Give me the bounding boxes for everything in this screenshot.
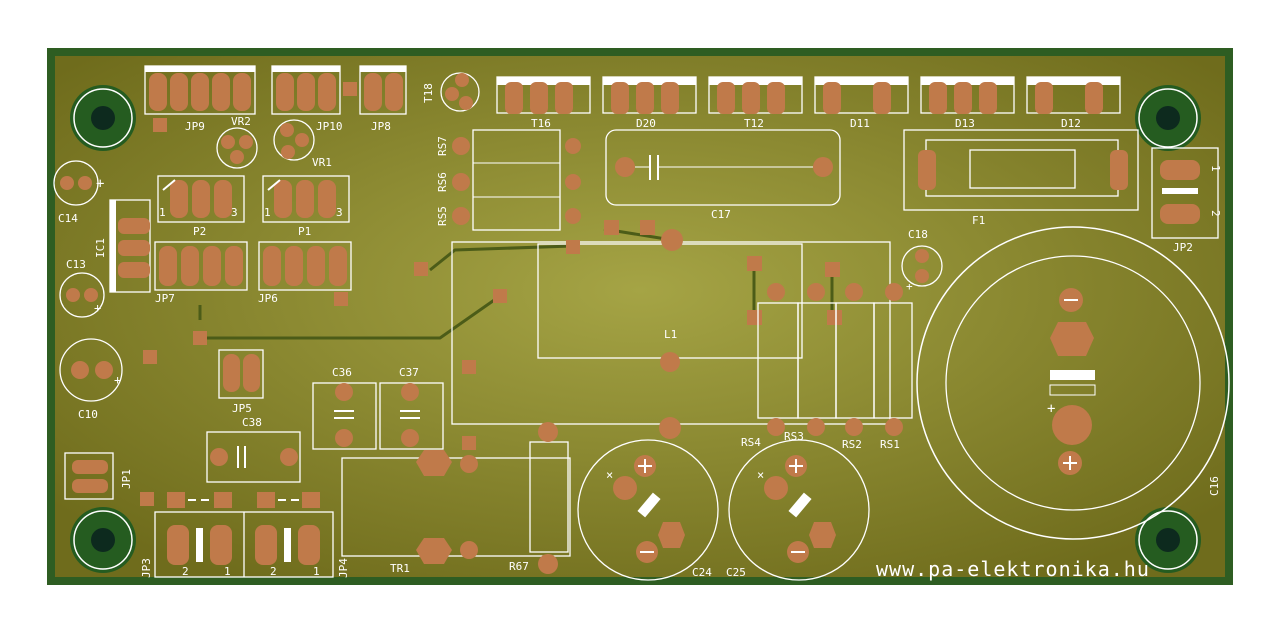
label-jp7: JP7 — [155, 292, 175, 305]
transistor-t18 — [440, 72, 480, 112]
svg-text:+: + — [114, 373, 121, 387]
label-jp3-pin2: 2 — [182, 565, 189, 578]
label-p2: P2 — [193, 225, 206, 238]
svg-text:+: + — [1047, 401, 1055, 417]
terminal-jp3-jp4 — [140, 492, 334, 578]
label-l1: L1 — [664, 328, 677, 341]
cap-c17 — [605, 129, 841, 206]
label-rs5: RS5 — [436, 206, 449, 226]
cap-c37 — [379, 382, 444, 450]
cap-c25: × — [728, 439, 870, 581]
label-vr1: VR1 — [312, 156, 332, 169]
label-rs1: RS1 — [880, 438, 900, 451]
label-jp5: JP5 — [232, 402, 252, 415]
label-jp2-pin2: 2 — [1209, 210, 1222, 217]
to220-row — [496, 76, 1121, 114]
label-jp9: JP9 — [185, 120, 205, 133]
pot-p1 — [262, 175, 350, 223]
label-c14: C14 — [58, 212, 78, 225]
header-jp9 — [144, 65, 256, 115]
header-jp1 — [64, 452, 114, 500]
label-rs6: RS6 — [436, 172, 449, 192]
label-jp1: JP1 — [120, 469, 133, 489]
label-c38: C38 — [242, 416, 262, 429]
cap-c18: + — [901, 245, 943, 293]
label-t12: T12 — [744, 117, 764, 130]
label-c13: C13 — [66, 258, 86, 271]
block-tr1 — [341, 450, 571, 564]
label-jp6: JP6 — [258, 292, 278, 305]
svg-text:×: × — [757, 468, 764, 482]
label-jp2: JP2 — [1173, 241, 1193, 254]
fuse-f1 — [903, 129, 1139, 211]
svg-text:×: × — [606, 468, 613, 482]
label-t18: T18 — [422, 83, 435, 103]
copper-traces — [198, 227, 834, 340]
header-jp10 — [271, 65, 341, 115]
cap-c10: + — [59, 338, 123, 402]
mounting-holes — [70, 85, 1201, 573]
header-jp2 — [1151, 147, 1219, 239]
label-c18: C18 — [908, 228, 928, 241]
label-t16: T16 — [531, 117, 551, 130]
cap-c16: + — [916, 226, 1230, 540]
label-rs2: RS2 — [842, 438, 862, 451]
header-jp6 — [258, 241, 352, 291]
cap-c24: × — [577, 439, 719, 581]
label-c37: C37 — [399, 366, 419, 379]
resistor-array-rs — [452, 129, 581, 231]
label-f1: F1 — [972, 214, 985, 227]
label-vr2: VR2 — [231, 115, 251, 128]
header-jp5 — [218, 349, 264, 399]
label-rs7: RS7 — [436, 136, 449, 156]
website-silkscreen: www.pa-elektronika.hu — [876, 557, 1150, 581]
silkscreen-labels: JP9 VR2 JP10 JP8 T18 T16 D20 T12 D11 D13… — [58, 83, 1222, 579]
svg-text:+: + — [906, 280, 913, 293]
header-jp7 — [154, 241, 248, 291]
label-rs4: RS4 — [741, 436, 761, 449]
shunt-resistors — [757, 283, 913, 436]
label-rs3: RS3 — [784, 430, 804, 443]
label-p2-pin3: 3 — [231, 206, 238, 219]
label-p1-pin3: 3 — [336, 206, 343, 219]
label-jp4-pin1: 1 — [313, 565, 320, 578]
label-c16: C16 — [1208, 476, 1221, 496]
label-p2-pin1: 1 — [159, 206, 166, 219]
label-r67: R67 — [509, 560, 529, 573]
label-p1-pin1: 1 — [264, 206, 271, 219]
cap-c36 — [312, 382, 377, 450]
header-jp8 — [359, 65, 407, 115]
svg-text:+: + — [94, 301, 101, 315]
label-d11: D11 — [850, 117, 870, 130]
trimmer-vr2 — [216, 127, 258, 169]
label-jp10: JP10 — [316, 120, 343, 133]
cap-c38 — [206, 431, 301, 483]
label-d20: D20 — [636, 117, 656, 130]
label-jp2-pin1: 1 — [1209, 165, 1222, 172]
label-p1: P1 — [298, 225, 311, 238]
label-c25: C25 — [726, 566, 746, 579]
label-jp3: JP3 — [140, 558, 153, 578]
label-c10: C10 — [78, 408, 98, 421]
label-jp4-pin2: 2 — [270, 565, 277, 578]
label-c24: C24 — [692, 566, 712, 579]
pot-p2 — [157, 175, 245, 223]
label-d13: D13 — [955, 117, 975, 130]
regulator-ic1 — [109, 199, 151, 293]
label-jp4: JP4 — [337, 558, 350, 578]
label-jp8: JP8 — [371, 120, 391, 133]
label-c17: C17 — [711, 208, 731, 221]
label-ic1: IC1 — [94, 238, 107, 258]
label-d12: D12 — [1061, 117, 1081, 130]
label-tr1: TR1 — [390, 562, 410, 575]
trimmer-vr1 — [273, 119, 315, 161]
label-jp3-pin1: 1 — [224, 565, 231, 578]
cap-c13: + — [59, 272, 105, 318]
cap-c14: + — [53, 160, 104, 206]
svg-text:+: + — [96, 176, 104, 192]
label-c36: C36 — [332, 366, 352, 379]
resistor-r67 — [529, 422, 569, 574]
